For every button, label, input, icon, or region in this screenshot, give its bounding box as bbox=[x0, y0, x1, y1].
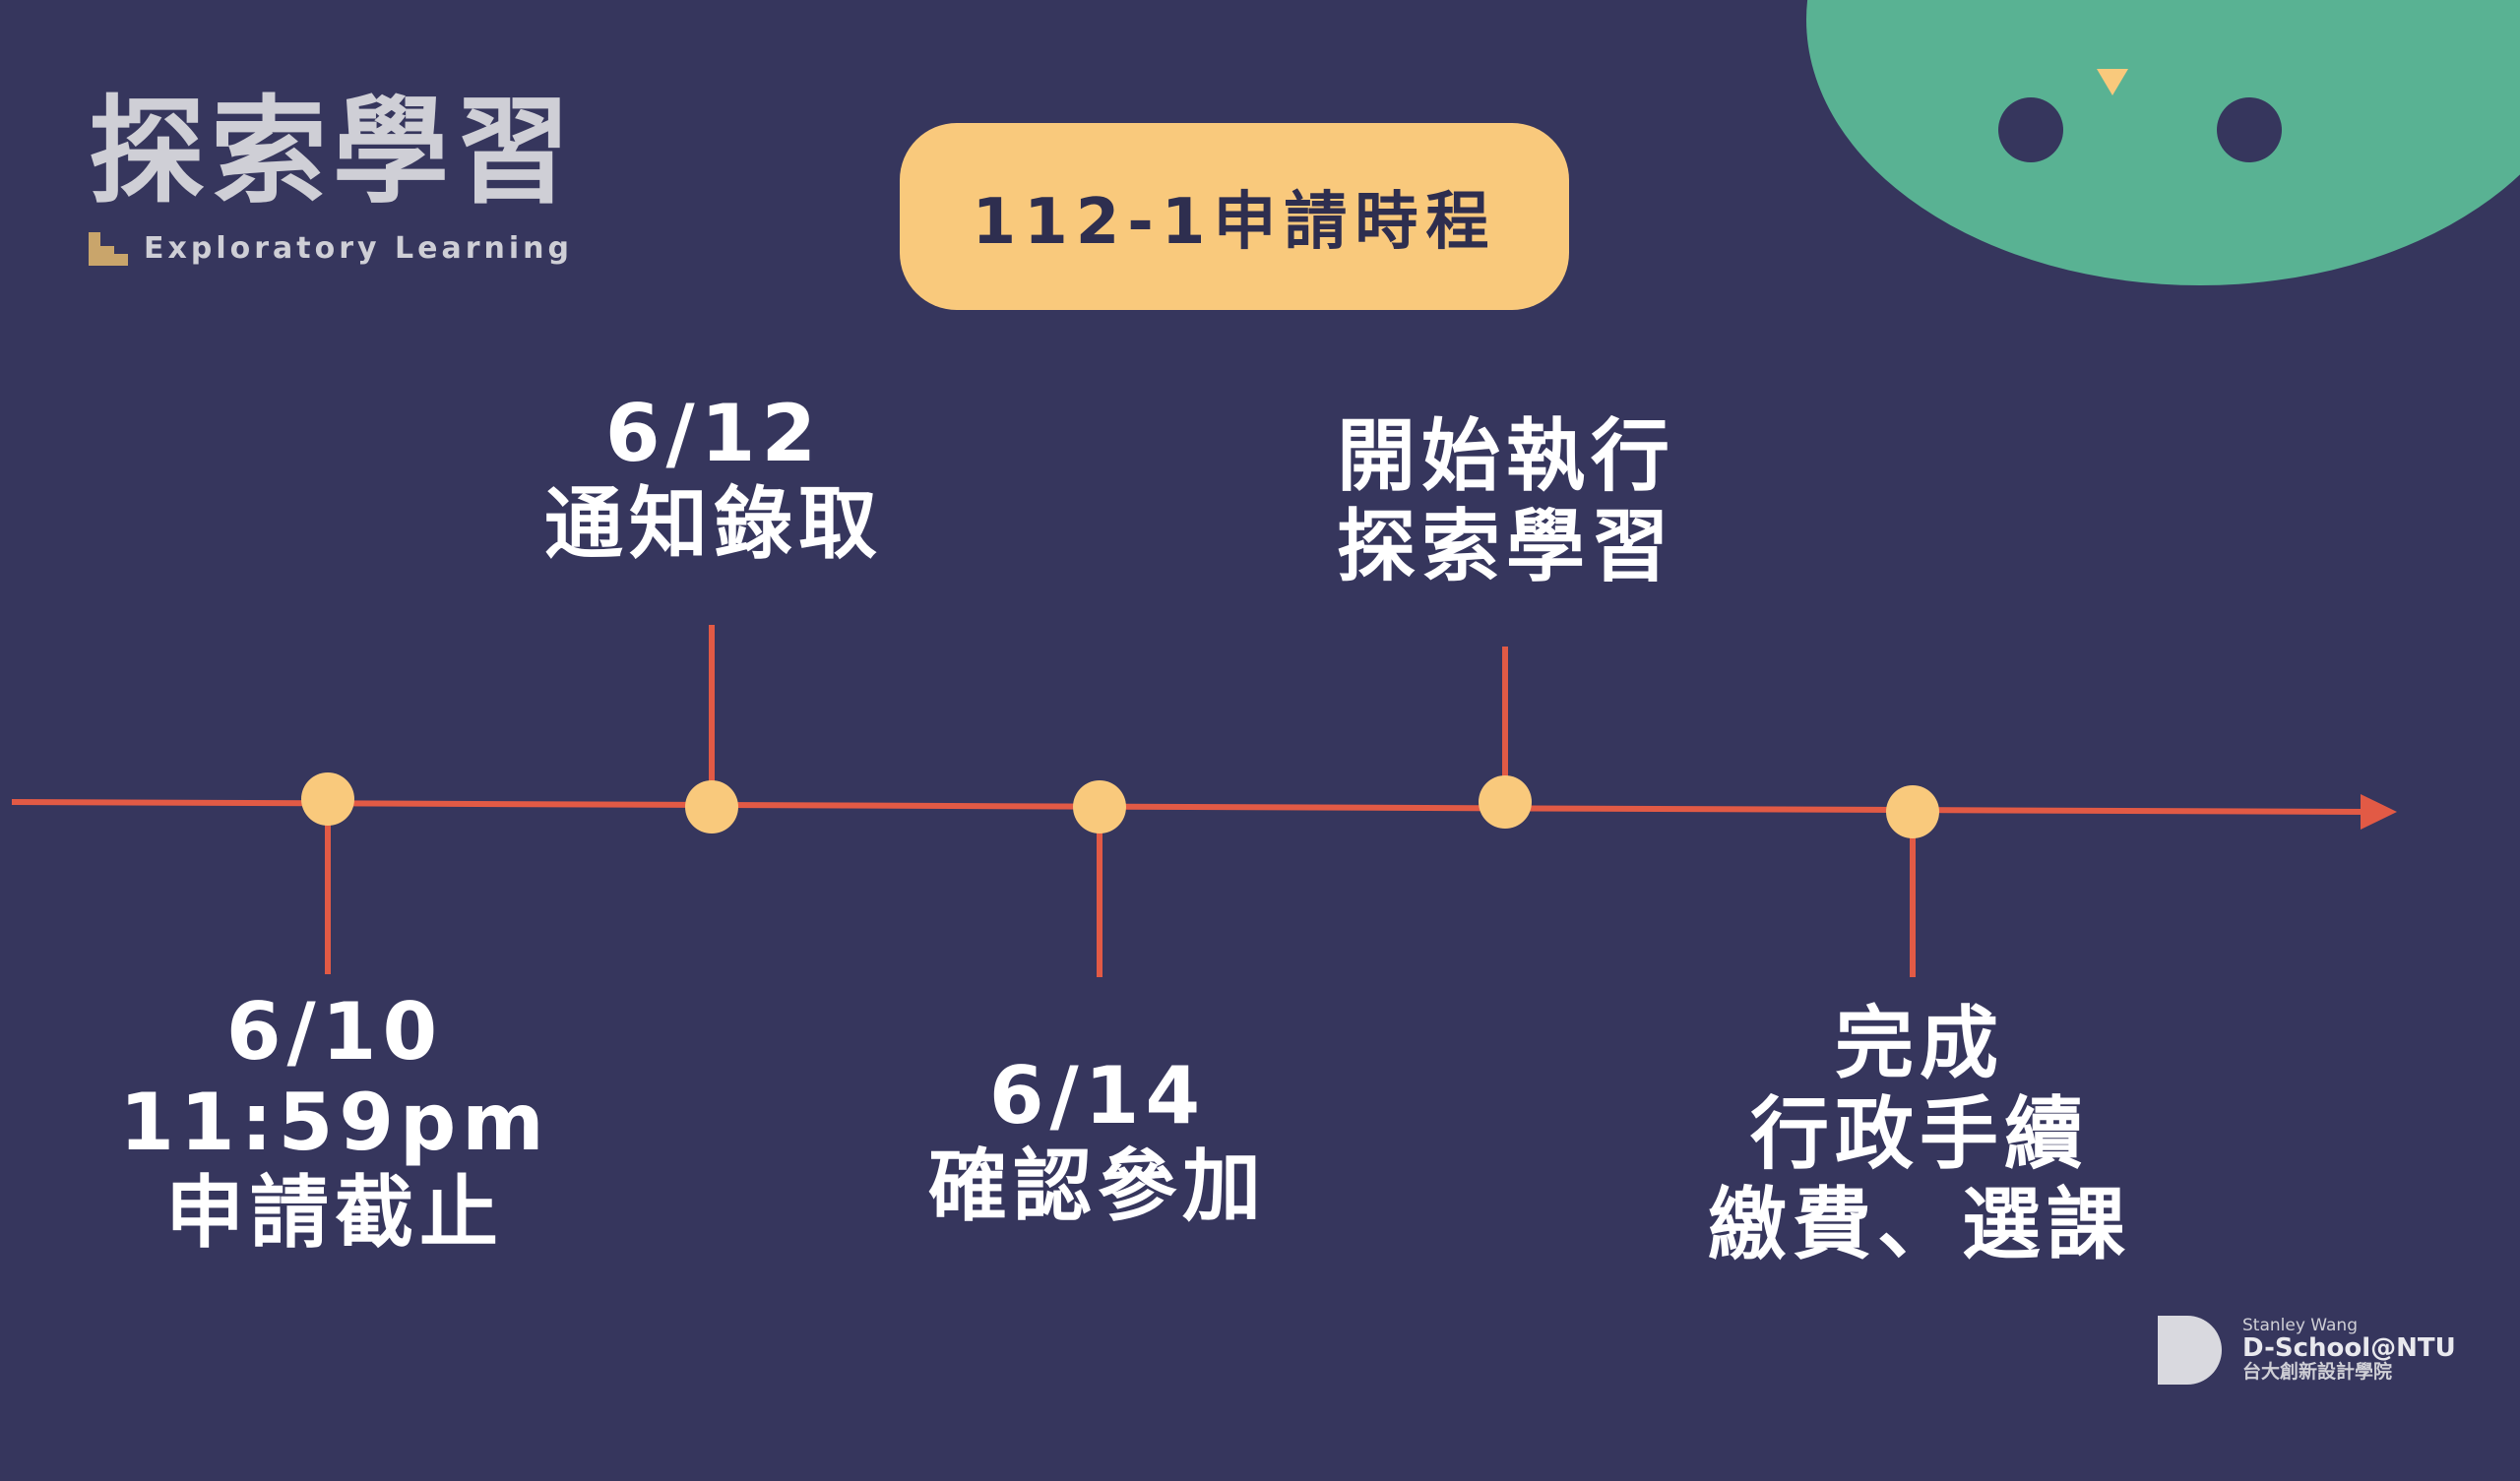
milestone-text: 完成 bbox=[1835, 998, 2004, 1089]
milestone-text: 申請截止 bbox=[165, 1167, 504, 1259]
milestone-text: 11:59pm bbox=[119, 1077, 550, 1168]
milestone-label-3: 6/14 確認參加 bbox=[866, 1051, 1329, 1232]
logo-subtitle: Exploratory Learning bbox=[144, 231, 573, 266]
brand-logo: Stanley Wang D-School@NTU 台大創新設計學院 bbox=[2158, 1316, 2456, 1385]
timeline-node-5 bbox=[1886, 785, 1939, 838]
logo-title: 探索學習 bbox=[89, 84, 578, 219]
milestone-text: 探索學習 bbox=[1337, 501, 1675, 592]
stairs-icon bbox=[89, 231, 128, 266]
diagram-title: 112-1申請時程 bbox=[972, 186, 1497, 259]
milestone-text: 通知錄取 bbox=[544, 478, 883, 570]
milestone-text: 確認參加 bbox=[928, 1141, 1267, 1232]
mascot-head bbox=[1806, 0, 2520, 285]
milestone-date: 6/10 bbox=[225, 986, 444, 1078]
timeline-node-2 bbox=[685, 780, 738, 833]
title-badge: 112-1申請時程 bbox=[900, 123, 1569, 310]
mascot-right-eye bbox=[2217, 97, 2282, 162]
milestone-label-2: 6/12 通知錄取 bbox=[472, 389, 955, 570]
timeline-node-4 bbox=[1479, 775, 1532, 829]
milestone-date: 6/14 bbox=[988, 1050, 1207, 1142]
timeline-node-3 bbox=[1073, 780, 1126, 833]
milestone-date: 6/12 bbox=[604, 388, 823, 479]
logo-subtitle-row: Exploratory Learning bbox=[89, 231, 577, 266]
brand-author: Stanley Wang bbox=[2242, 1316, 2358, 1336]
timeline-node-1 bbox=[301, 772, 354, 826]
mascot-beak bbox=[2097, 69, 2128, 95]
timeline-axis bbox=[11, 799, 2368, 815]
milestone-text: 開始執行 bbox=[1337, 410, 1675, 502]
milestone-label-5: 完成 行政手續 繳費、選課 bbox=[1654, 999, 2185, 1270]
milestone-text: 行政手續 bbox=[1750, 1088, 2089, 1180]
brand-name: D-School@NTU bbox=[2242, 1333, 2456, 1364]
mascot-left-eye bbox=[1998, 97, 2063, 162]
brand-text: Stanley Wang D-School@NTU 台大創新設計學院 bbox=[2242, 1318, 2456, 1382]
milestone-label-4: 開始執行 探索學習 bbox=[1270, 411, 1742, 592]
mascot-decoration bbox=[1806, 0, 2520, 285]
d-school-icon bbox=[2158, 1316, 2222, 1385]
timeline-arrowhead bbox=[2361, 794, 2397, 830]
logo: 探索學習 Exploratory Learning bbox=[89, 93, 577, 266]
brand-name-cn: 台大創新設計學院 bbox=[2242, 1360, 2393, 1383]
milestone-text: 繳費、選課 bbox=[1708, 1179, 2131, 1270]
milestone-label-1: 6/10 11:59pm 申請截止 bbox=[98, 987, 571, 1259]
